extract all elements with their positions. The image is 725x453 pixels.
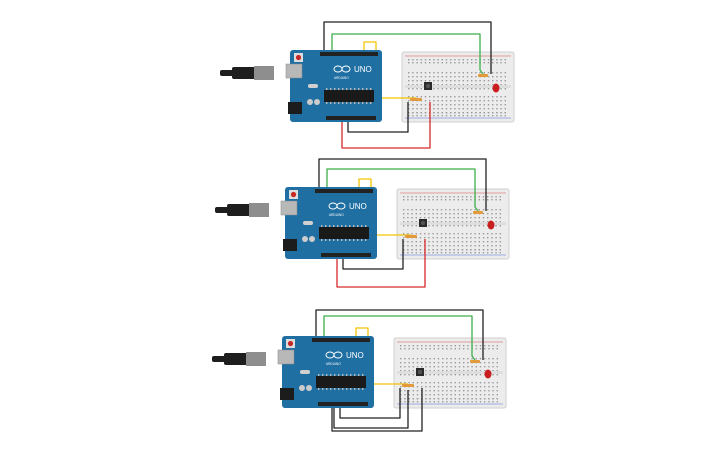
capacitor [309,236,315,242]
capacitor [299,385,305,391]
dc-power-jack [288,102,302,114]
infinity-logo-right [336,202,346,210]
arduino-logo [325,351,343,359]
power-analog-header [318,402,368,406]
usb-plug-metal [254,66,274,80]
arduino-pcb [285,187,377,259]
wire-black-lower [347,102,409,133]
resistor-button [410,98,422,101]
atmega-chip [316,376,366,388]
board-brand-label: ARDUINO [329,213,344,217]
resistor-button [402,384,414,387]
led [487,220,495,230]
usb-plug-boot [227,204,251,216]
usb-cable-end [212,356,226,362]
digital-header [320,52,378,56]
center-channel [397,371,503,374]
digital-header [312,338,370,342]
usb-cable-end [215,207,229,213]
arduino-uno-board: UNO ARDUINO [280,187,377,259]
wires [315,309,484,432]
reset-button-cap[interactable] [290,191,297,198]
board-brand-label: ARDUINO [326,362,341,366]
digital-header [315,189,373,193]
infinity-logo-right [333,351,343,359]
usb-plug-boot [224,353,248,365]
pushbutton-cap[interactable] [418,370,422,374]
pushbutton-cap[interactable] [426,84,430,88]
wire-black-lower [339,388,401,419]
led [484,369,492,379]
wire-black-lower [342,239,404,270]
wires [318,158,487,288]
crystal [308,84,318,88]
wire-green-signal [331,33,484,75]
arduino-uno-board: UNO ARDUINO [277,336,374,408]
wire-yellow-button [358,178,411,236]
breadboard-holes [400,345,498,403]
wire-black-extra [333,390,409,429]
arduino-logo [333,65,351,73]
usb-cable-end [220,70,234,76]
wires [323,21,492,149]
board-model-label: UNO [349,202,367,211]
infinity-logo-right [341,65,351,73]
usb-cable [215,203,269,217]
circuit-1: UNO ARDUINO [220,21,515,149]
wire-red-power [336,239,426,288]
usb-plug-metal [246,352,266,366]
usb-cable [212,352,266,366]
center-channel [400,222,506,225]
capacitor [302,236,308,242]
center-channel [405,85,511,88]
resistor-led [478,74,488,77]
capacitor [307,99,313,105]
board-brand-label: ARDUINO [334,76,349,80]
resistor-button [405,235,417,238]
dc-power-jack [283,239,297,251]
arduino-uno-board: UNO ARDUINO [285,50,382,122]
crystal [300,370,310,374]
usb-jack [280,200,298,216]
wire-black-power [331,388,423,432]
resistor-led [470,360,480,363]
reset-button-cap[interactable] [287,340,294,347]
dc-power-jack [280,388,294,400]
wire-black-ground [315,309,484,360]
arduino-logo [328,202,346,210]
usb-plug-metal [249,203,269,217]
wire-black-ground [318,158,487,211]
board-model-label: UNO [354,65,372,74]
wire-red-power [341,102,431,149]
wire-yellow-button [363,41,416,99]
circuit-2: UNO ARDUINO [215,158,510,288]
reset-button-cap[interactable] [295,54,302,61]
crystal [303,221,313,225]
circuit-3: UNO ARDUINO [212,309,507,432]
usb-jack [285,63,303,79]
wire-black-ground [323,21,492,74]
atmega-chip [319,227,369,239]
usb-jack [277,349,295,365]
arduino-pcb [282,336,374,408]
board-model-label: UNO [346,351,364,360]
atmega-chip [324,90,374,102]
pushbutton-cap[interactable] [421,221,425,225]
capacitor [314,99,320,105]
arduino-pcb [290,50,382,122]
power-analog-header [326,116,376,120]
usb-plug-boot [232,67,256,79]
wire-green-signal [323,315,476,361]
usb-cable [220,66,274,80]
capacitor [306,385,312,391]
resistor-led [473,211,483,214]
wire-green-signal [326,168,479,212]
wire-yellow-button [355,327,408,385]
power-analog-header [321,253,371,257]
led [492,83,500,93]
